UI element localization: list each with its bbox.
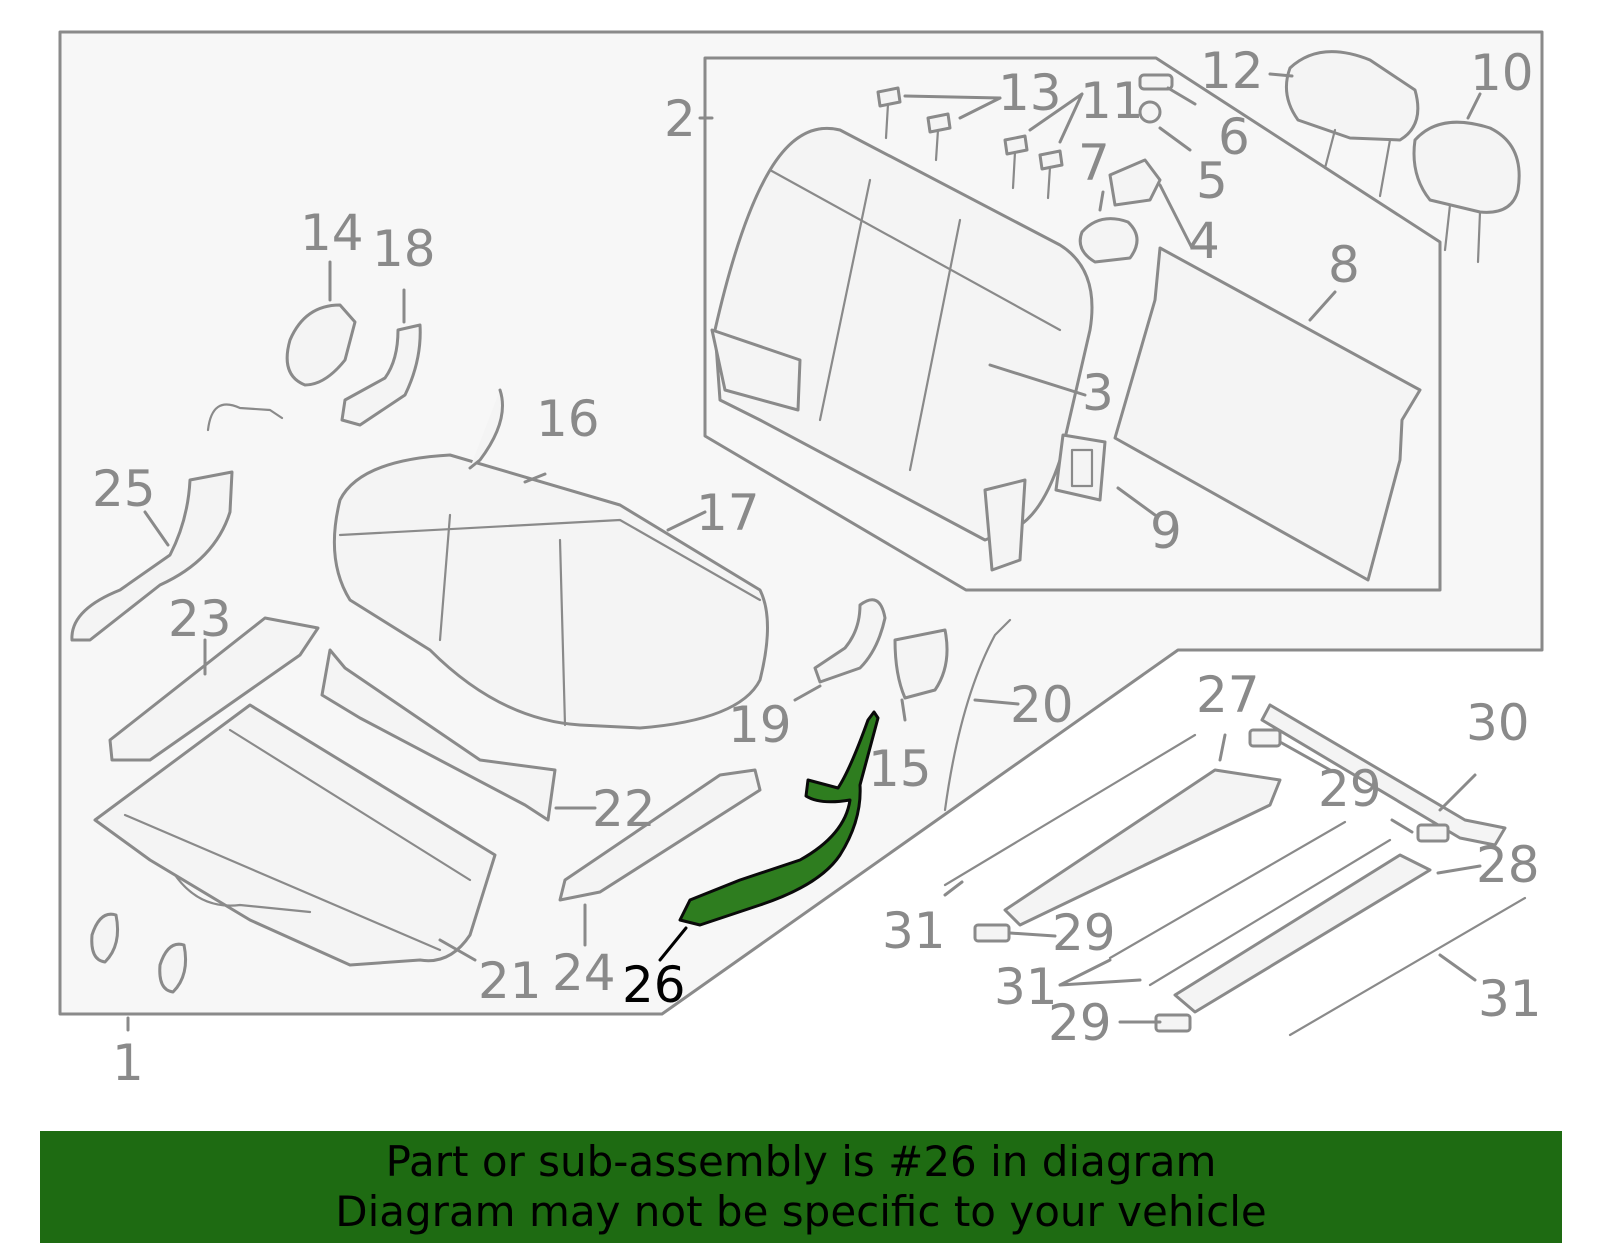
label-7: 7 xyxy=(1078,134,1110,192)
latch-cover-part xyxy=(1054,433,1107,502)
cover-15-part xyxy=(893,628,949,700)
highlighted-part-26[interactable] xyxy=(678,710,880,927)
label-3: 3 xyxy=(1082,364,1114,422)
label-6: 6 xyxy=(1218,108,1250,166)
label-29-c: 29 xyxy=(1048,994,1112,1052)
seat-cushion-part xyxy=(332,388,769,730)
label-12: 12 xyxy=(1200,42,1264,100)
label-14: 14 xyxy=(300,204,364,262)
rail-24-part xyxy=(558,768,762,902)
label-15: 15 xyxy=(868,740,932,798)
seat-back-part xyxy=(710,126,1094,572)
label-2: 2 xyxy=(664,90,696,148)
rail-23-part xyxy=(108,616,320,762)
headrest-10-part xyxy=(1412,120,1521,264)
frame-22-part xyxy=(320,648,557,822)
label-5: 5 xyxy=(1196,152,1228,210)
seat-frame-21-part xyxy=(93,703,497,967)
label-28: 28 xyxy=(1476,836,1540,894)
bracket-14-part xyxy=(285,303,357,387)
small-hardware-parts xyxy=(876,73,1174,264)
label-20: 20 xyxy=(1010,676,1074,734)
label-8: 8 xyxy=(1328,236,1360,294)
side-trim-25-part xyxy=(70,470,234,642)
headrest-12-part xyxy=(1284,50,1420,198)
seatback-board-part xyxy=(1113,246,1422,582)
label-27: 27 xyxy=(1196,666,1260,724)
label-1: 1 xyxy=(112,1034,144,1092)
part-labels: 1 2 3 4 5 6 7 8 9 10 11 12 13 14 15 16 1… xyxy=(92,42,1542,1092)
clip-part xyxy=(158,942,188,994)
label-31-a: 31 xyxy=(882,902,946,960)
label-9: 9 xyxy=(1150,502,1182,560)
label-24: 24 xyxy=(552,944,616,1002)
label-13: 13 xyxy=(998,64,1062,122)
leader-26 xyxy=(658,926,688,962)
clip-part xyxy=(90,912,120,964)
banner-line-2: Diagram may not be specific to your vehi… xyxy=(335,1187,1267,1236)
label-18: 18 xyxy=(372,220,436,278)
cable-20-part xyxy=(943,618,1012,812)
info-banner: Part or sub-assembly is #26 in diagram D… xyxy=(40,1131,1562,1243)
label-29-b: 29 xyxy=(1052,904,1116,962)
label-22: 22 xyxy=(592,780,656,838)
banner-line-1: Part or sub-assembly is #26 in diagram xyxy=(385,1137,1217,1186)
label-25: 25 xyxy=(92,460,156,518)
label-26: 26 xyxy=(622,956,686,1014)
label-30: 30 xyxy=(1466,694,1530,752)
seat-track-parts xyxy=(943,703,1527,1037)
label-10: 10 xyxy=(1470,44,1534,102)
label-19: 19 xyxy=(728,696,792,754)
label-17: 17 xyxy=(696,484,760,542)
label-31-b: 31 xyxy=(994,958,1058,1016)
label-21: 21 xyxy=(478,952,542,1010)
label-4: 4 xyxy=(1188,212,1220,270)
label-23: 23 xyxy=(168,590,232,648)
leader-lines xyxy=(126,72,1482,1032)
label-11: 11 xyxy=(1080,72,1144,130)
harness-part xyxy=(206,403,284,432)
label-31-c: 31 xyxy=(1478,970,1542,1028)
bracket-18-part xyxy=(340,323,422,427)
label-29-a: 29 xyxy=(1318,760,1382,818)
bracket-19-part xyxy=(813,598,887,684)
label-16: 16 xyxy=(536,390,600,448)
